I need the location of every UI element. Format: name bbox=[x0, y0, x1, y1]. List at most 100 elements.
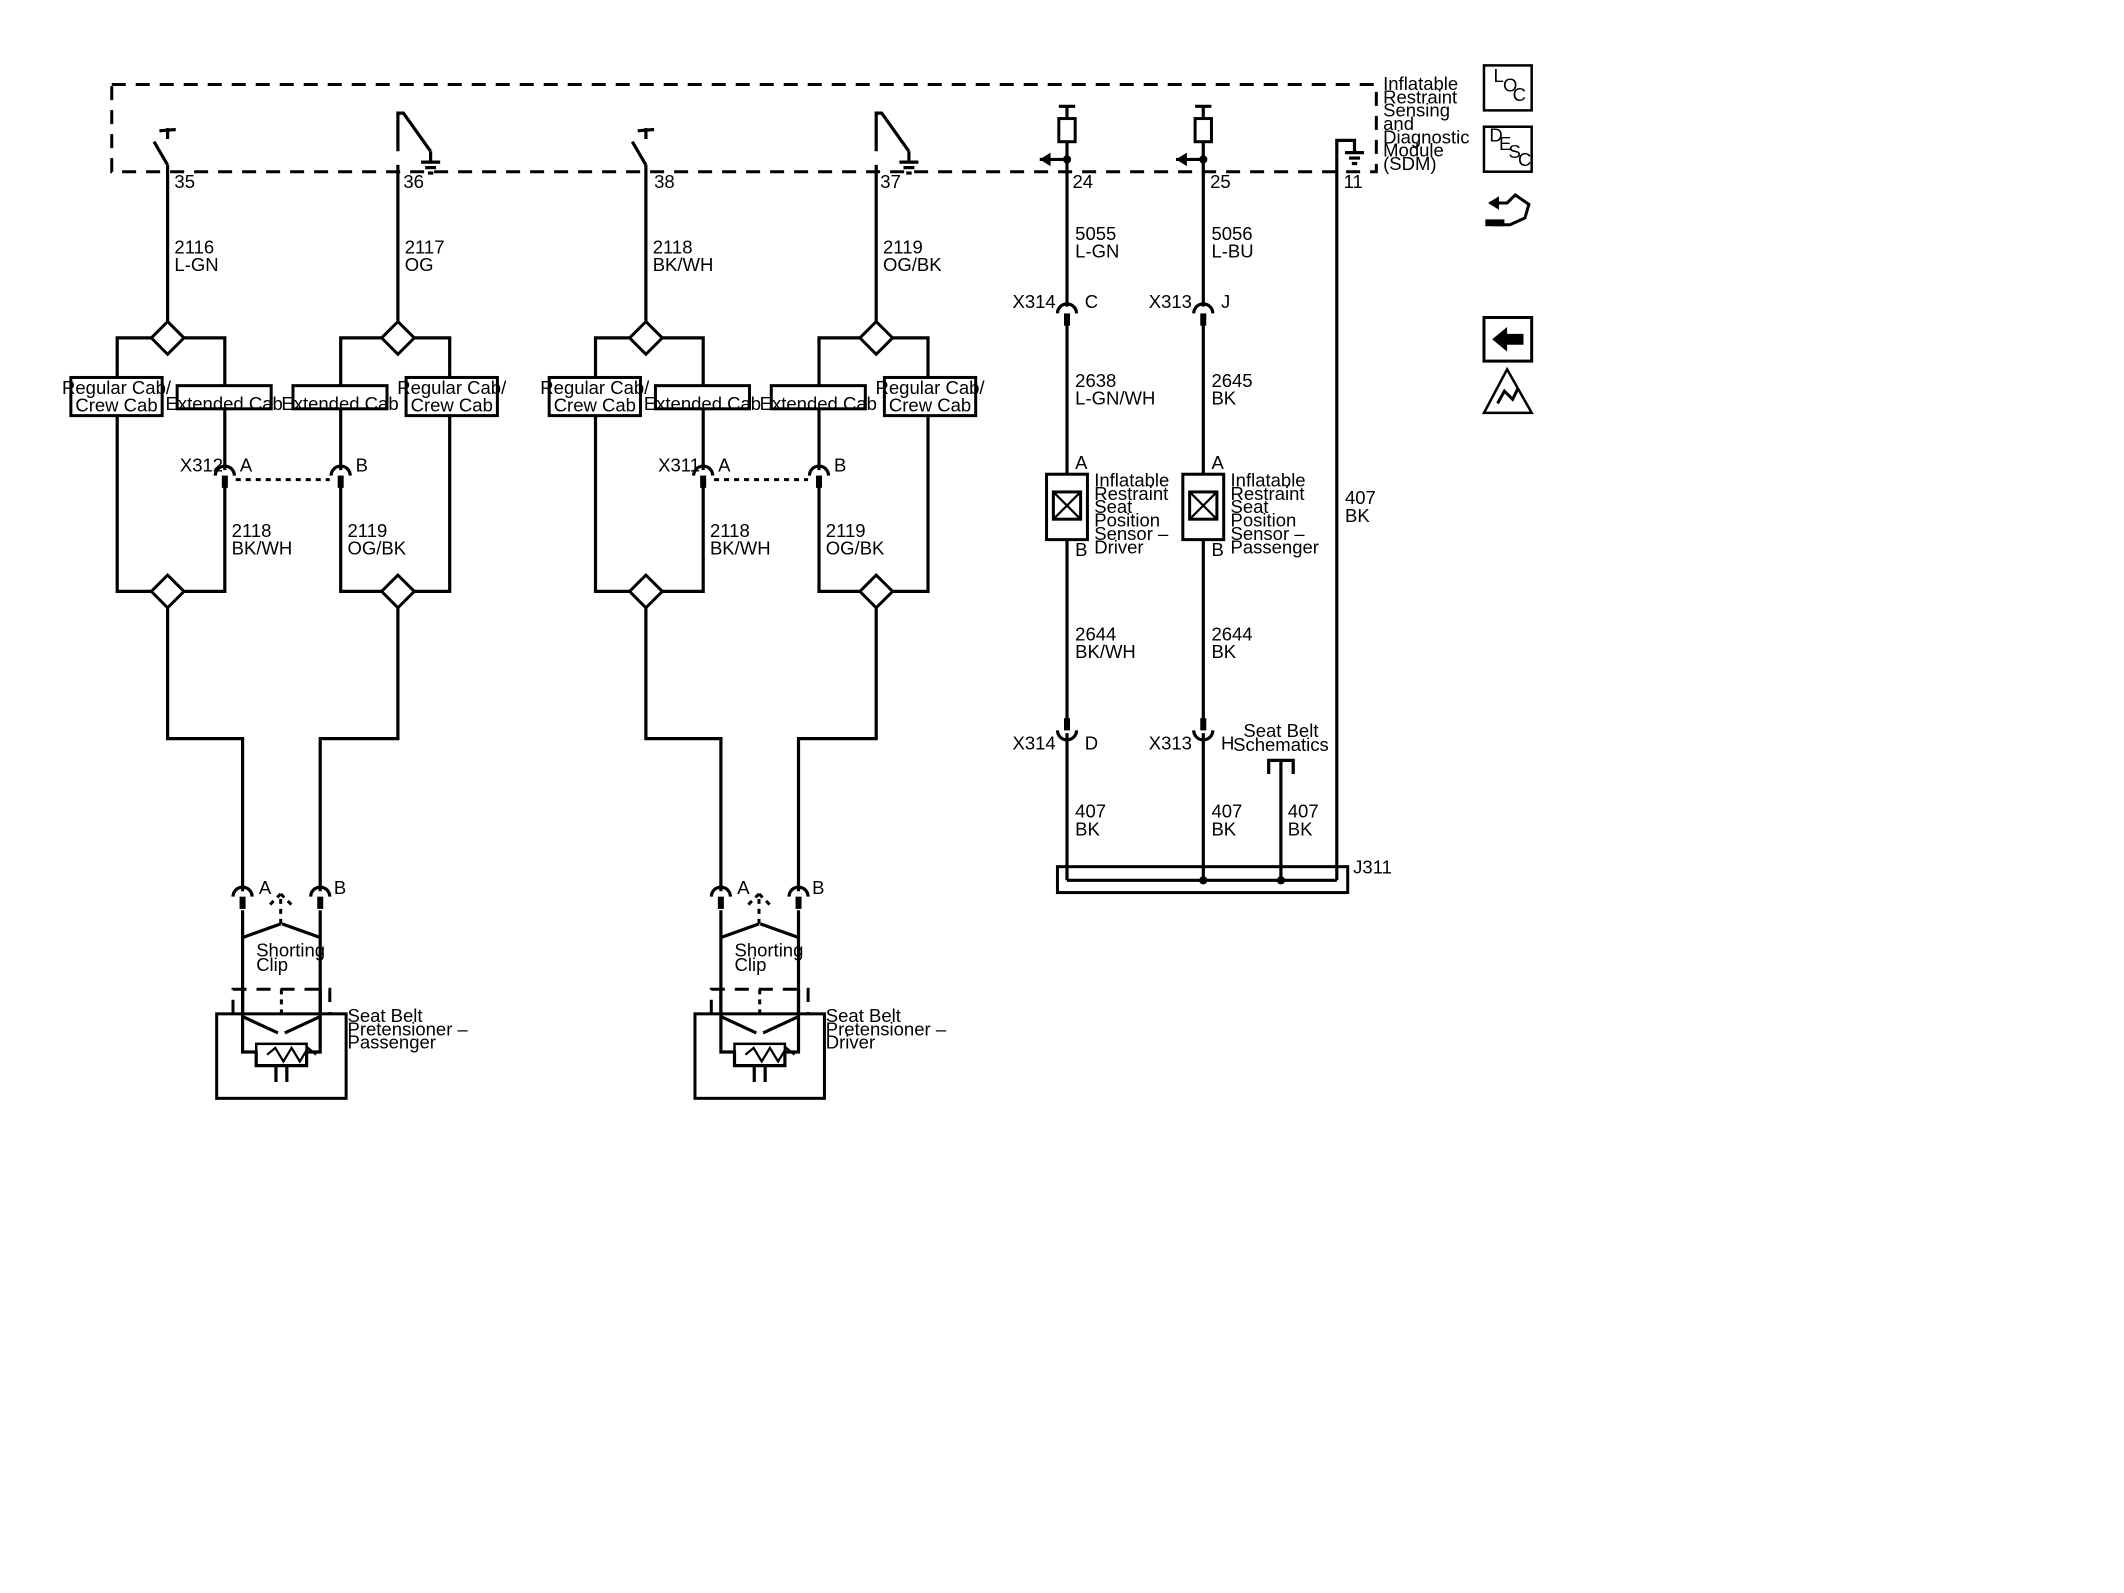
sensor-driver-wire-ground-color: BK bbox=[1075, 818, 1100, 839]
passenger-group-box-regular-crew-right bbox=[404, 375, 499, 418]
seat-belt-schematics-wire-color: BK bbox=[1288, 818, 1313, 839]
driver-group-box-regular-crew-left-label-line: Crew Cab bbox=[554, 395, 636, 416]
sensor-driver-label-line: Position bbox=[1094, 510, 1160, 531]
pretensioner-driver-label-line: Driver bbox=[826, 1032, 875, 1053]
driver-group-inline-pin-a: A bbox=[718, 454, 731, 475]
driver-group-wire-left-color: BK/WH bbox=[653, 254, 714, 275]
sensor-driver-label-line: Seat bbox=[1094, 496, 1132, 517]
driver-group-inline-pin-b: B bbox=[834, 454, 846, 475]
desc-icon-letter: S bbox=[1509, 141, 1521, 162]
sensor-driver-conn-bottom bbox=[1055, 730, 1079, 742]
driver-group-splice-lower-right bbox=[857, 572, 895, 610]
passenger-group-shorting-clip-blade-a bbox=[242, 922, 282, 940]
sdm-label-line: Module bbox=[1383, 140, 1444, 161]
driver-group-pret-terminal-b bbox=[787, 885, 810, 897]
connector-repair-icon bbox=[1489, 192, 1531, 227]
driver-group-wire-right-color: OG/BK bbox=[883, 254, 942, 275]
sensor-passenger-wire-low-color: BK bbox=[1211, 641, 1236, 662]
driver-group-inline-conn-a bbox=[692, 464, 715, 476]
driver-group-splice-lower-left bbox=[627, 572, 665, 610]
passenger-group-wire-left-color: L-GN bbox=[174, 254, 218, 275]
pretensioner-passenger-housing bbox=[231, 987, 332, 1014]
driver-group-drop-right bbox=[796, 607, 878, 892]
passenger-group-shorting-clip-open-path bbox=[268, 892, 282, 906]
driver-group-inline-conn-b bbox=[807, 464, 831, 476]
sensor-driver-wire-low-number: 2644 bbox=[1075, 623, 1116, 644]
passenger-group-pret-terminal-a bbox=[231, 885, 254, 897]
pretensioner-passenger-label-line: Passenger bbox=[347, 1032, 435, 1053]
passenger-group-inline-pin-b: B bbox=[356, 454, 368, 475]
passenger-group-box-regular-crew-left-label-line: Regular Cab/ bbox=[62, 377, 172, 398]
passenger-group-box-regular-crew-left bbox=[69, 375, 164, 418]
passenger-group-drop-left bbox=[166, 607, 245, 892]
sensor-passenger-pin-a: A bbox=[1211, 452, 1224, 473]
passenger-group-splice-lower-left bbox=[149, 572, 187, 610]
driver-group-box-regular-crew-right-label-line: Crew Cab bbox=[889, 395, 971, 416]
passenger-group-box-extended-left-label: Extended Cab bbox=[166, 393, 283, 414]
driver-group-wire-ext-b-color: OG/BK bbox=[826, 538, 885, 559]
driver-group-wire-ext-a-number: 2118 bbox=[710, 520, 750, 541]
desc-icon-letter: D bbox=[1489, 125, 1502, 146]
passenger-group-wire-right-color: OG bbox=[405, 254, 434, 275]
pretensioner-driver-label-line: Seat Belt bbox=[826, 1005, 901, 1026]
pretensioner-passenger-label-line: Pretensioner – bbox=[347, 1018, 468, 1039]
sensor-driver-wire-ground-number: 407 bbox=[1075, 801, 1106, 822]
passenger-group-shorting-clip-label-line: Clip bbox=[256, 954, 288, 975]
passenger-group-pret-pin-a: A bbox=[259, 877, 272, 898]
pretensioner-passenger-squib-housing bbox=[254, 1042, 308, 1067]
sensor-driver-wire-mid-number: 2638 bbox=[1075, 370, 1116, 391]
sensor-passenger-conn-top-pin: J bbox=[1221, 291, 1230, 312]
sensor-passenger-conn-bottom bbox=[1192, 730, 1215, 742]
sdm-label-line: Sensing bbox=[1383, 100, 1450, 121]
sdm-label-line: Inflatable bbox=[1383, 73, 1458, 94]
sensor-passenger-conn-bottom-id: X313 bbox=[1149, 732, 1192, 753]
passenger-group-shorting-clip-open-path bbox=[279, 890, 293, 924]
passenger-group-lower-rail-right-outer bbox=[397, 415, 452, 594]
passenger-group-box-extended-right-label: Extended Cab bbox=[281, 393, 398, 414]
passenger-group-splice-upper-right bbox=[379, 319, 417, 357]
pretensioner-driver-body bbox=[693, 1012, 826, 1100]
driver-group-lower-rail-right-outer bbox=[876, 415, 930, 594]
passenger-group-pret-pin-b: B bbox=[334, 877, 346, 898]
pretensioner-driver-housing bbox=[709, 987, 810, 1014]
sensor-passenger-label-line: Restraint bbox=[1231, 483, 1305, 504]
driver-group-splice-upper-right bbox=[857, 319, 895, 357]
passenger-group-box-regular-crew-right-label-line: Crew Cab bbox=[411, 395, 493, 416]
driver-group-shorting-clip-open-path bbox=[757, 890, 771, 924]
esd-warning-icon bbox=[1481, 366, 1534, 415]
passenger-group-wire-right-number: 2117 bbox=[405, 236, 445, 257]
passenger-group-lower-rail-left-outer bbox=[115, 415, 168, 594]
sensor-passenger-conn-top bbox=[1192, 302, 1215, 314]
pretensioner-passenger-body bbox=[215, 1012, 348, 1100]
passenger-group-inline-conn-b bbox=[329, 464, 352, 476]
pin-25: 25 bbox=[1210, 171, 1231, 192]
resistor-icon bbox=[744, 1045, 796, 1064]
sdm-module-boundary bbox=[110, 82, 1378, 174]
sensor-driver-wire-mid-color: L-GN/WH bbox=[1075, 388, 1155, 409]
passenger-group-box-extended-left bbox=[175, 384, 273, 411]
sensor-driver-conn-top bbox=[1055, 302, 1079, 314]
symbol-layer bbox=[69, 64, 1534, 1100]
pin-24: 24 bbox=[1072, 171, 1093, 192]
esd-warning-icon bbox=[1496, 387, 1520, 405]
driver-group-box-extended-left-label: Extended Cab bbox=[644, 393, 761, 414]
sensor-driver-label-line: Inflatable bbox=[1094, 469, 1169, 490]
resistor-icon bbox=[266, 1045, 317, 1064]
sdm-label-line: (SDM) bbox=[1383, 153, 1436, 174]
sensor-driver-pin-a: A bbox=[1075, 452, 1088, 473]
passenger-group-splice-upper-left bbox=[149, 319, 187, 357]
sensor-driver-conn-top-pin: C bbox=[1085, 291, 1098, 312]
sensor-driver-label-line: Restraint bbox=[1094, 483, 1168, 504]
sensor-passenger-wire-mid-color: BK bbox=[1211, 388, 1236, 409]
driver-group-splice-upper-left bbox=[627, 319, 665, 357]
passenger-group-drop-right bbox=[318, 607, 400, 892]
sensor-passenger-pin-b: B bbox=[1211, 539, 1223, 560]
back-arrow-icon bbox=[1492, 327, 1524, 352]
sdm-label-line: Diagnostic bbox=[1383, 126, 1469, 147]
passenger-group-splice-lower-right bbox=[379, 572, 417, 610]
passenger-group-sdm-switch-left bbox=[152, 140, 169, 166]
pin-35: 35 bbox=[174, 171, 195, 192]
loc-icon-letter: O bbox=[1503, 74, 1517, 95]
driver-group-box-extended-right-label: Extended Cab bbox=[760, 393, 877, 414]
sensor-passenger-label-line: Seat bbox=[1231, 496, 1269, 517]
